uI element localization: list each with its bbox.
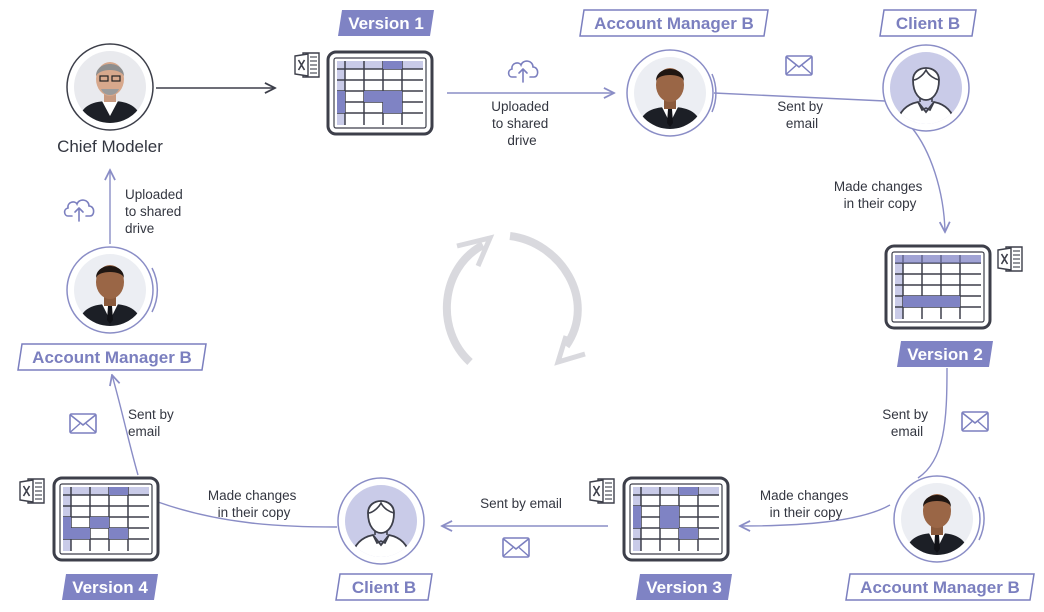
version-4-node: Version 4	[19, 476, 160, 600]
envelope-icon	[785, 55, 813, 76]
svg-text:Account Manager B: Account Manager B	[32, 348, 192, 367]
uploaded-left-label: Uploaded to shared drive	[125, 187, 187, 236]
changes-right-label: Made changes in their copy	[834, 179, 926, 211]
client-top-node: Client B	[879, 9, 977, 131]
changes-bottom-label: Made changes in their copy	[760, 488, 852, 520]
excel-file-icon	[589, 478, 615, 504]
svg-text:Version 2: Version 2	[907, 345, 983, 364]
account-manager-left-node: Account Manager B	[17, 247, 207, 371]
account-manager-avatar	[627, 50, 713, 136]
account-manager-bottom-badge: Account Manager B	[845, 573, 1035, 601]
version-4-badge: Version 4	[62, 574, 158, 600]
envelope-icon	[961, 411, 989, 432]
cloud-upload-icon	[507, 60, 539, 83]
version-2-badge: Version 2	[897, 341, 993, 367]
spreadsheet-icon	[52, 476, 160, 562]
account-manager-top-node: Account Manager B	[579, 9, 769, 136]
envelope-icon	[502, 537, 530, 558]
client-avatar-icon	[338, 478, 424, 564]
spreadsheet-icon	[326, 50, 434, 136]
sent-right-label: Sent by email	[882, 407, 932, 439]
envelope-icon	[69, 413, 97, 434]
spreadsheet-icon	[622, 476, 730, 562]
spreadsheet-icon	[884, 244, 992, 330]
excel-file-icon	[19, 478, 45, 504]
chief-modeler-label: Chief Modeler	[57, 137, 163, 156]
svg-text:Account Manager B: Account Manager B	[860, 578, 1020, 597]
changes-left-label: Made changes in their copy	[208, 488, 300, 520]
sent-top-label: Sent by email	[777, 99, 827, 131]
version-1-badge: Version 1	[338, 10, 434, 36]
cycle-arrows-icon	[442, 232, 586, 366]
version-1-node: Version 1	[294, 10, 434, 136]
svg-text:Version 3: Version 3	[646, 578, 722, 597]
uploaded-top-label: Uploaded to shared drive	[491, 99, 553, 148]
account-manager-bottom-node: Account Manager B	[845, 476, 1035, 601]
svg-text:Client B: Client B	[896, 14, 960, 33]
account-manager-avatar	[894, 476, 980, 562]
account-manager-top-badge: Account Manager B	[579, 9, 769, 37]
flow-lines	[110, 88, 947, 527]
account-manager-avatar	[67, 247, 153, 333]
svg-text:Client B: Client B	[352, 578, 416, 597]
version-3-badge: Version 3	[636, 574, 732, 600]
version-2-node: Version 2	[884, 244, 1023, 367]
svg-text:Version 1: Version 1	[348, 14, 424, 33]
sent-left-label: Sent by email	[128, 407, 178, 439]
version-3-node: Version 3	[589, 476, 732, 600]
client-top-badge: Client B	[879, 9, 977, 37]
svg-text:Version 4: Version 4	[72, 578, 148, 597]
sent-bottom-label: Sent by email	[480, 496, 562, 511]
chief-modeler-node: Chief Modeler	[57, 43, 163, 156]
account-manager-left-badge: Account Manager B	[17, 343, 207, 371]
client-bottom-badge: Client B	[335, 573, 433, 601]
excel-file-icon	[997, 246, 1023, 272]
svg-text:Account Manager B: Account Manager B	[594, 14, 754, 33]
client-avatar-icon	[883, 45, 969, 131]
client-bottom-node: Client B	[335, 478, 433, 601]
cloud-upload-icon	[63, 199, 95, 222]
excel-file-icon	[294, 52, 320, 78]
